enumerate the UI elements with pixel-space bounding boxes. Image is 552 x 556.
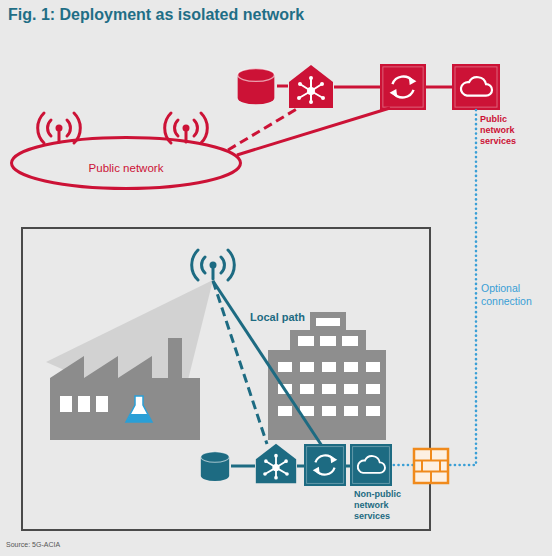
- service-box: Non-public network services: [350, 444, 392, 486]
- node-shape: [452, 64, 500, 110]
- cloud-service-symbol: [452, 64, 500, 110]
- public-chain-links: [277, 86, 453, 87]
- chain-link: [425, 86, 453, 89]
- node-shape: [10, 136, 242, 190]
- office-building: [268, 350, 386, 440]
- flask-liquid: [126, 414, 152, 422]
- site-frame: [22, 228, 430, 530]
- figure-title: Fig. 1: Deployment as isolated network: [8, 5, 304, 24]
- local-antenna: [192, 250, 235, 280]
- node-shape: [350, 444, 392, 486]
- chain-link: [345, 465, 351, 468]
- node-label: Public network: [10, 162, 242, 176]
- function-symbol: [380, 64, 426, 110]
- coverage-beam: [46, 280, 213, 420]
- dashed-local-link: [213, 281, 267, 444]
- function-symbol: [304, 444, 346, 486]
- dotted-connector: [392, 110, 476, 465]
- chain-link: [231, 465, 255, 468]
- private-chain-links: [231, 465, 351, 468]
- factory-chimney: [168, 338, 182, 380]
- firewall-box: [414, 449, 448, 483]
- office-windows: [278, 318, 380, 416]
- network-ring: [12, 138, 241, 189]
- network-ellipse: Public network: [10, 136, 242, 190]
- solid-radio-link: [237, 108, 390, 155]
- chain-link: [277, 85, 288, 88]
- public-antenna: [38, 113, 81, 143]
- cloud-service-symbol: [350, 444, 392, 486]
- node-label: Public network services: [480, 114, 526, 146]
- factory-windows: [60, 396, 108, 412]
- service-box: Public network services: [452, 64, 500, 110]
- firewall-bricks: [414, 449, 448, 483]
- database-symbol: [201, 452, 229, 481]
- chain-link: [334, 86, 381, 89]
- flask-icon: [126, 396, 152, 422]
- core-symbol: [289, 65, 333, 108]
- office-middle: [290, 330, 366, 352]
- chain-link: [297, 465, 305, 468]
- source-caption: Source: 5G-ACIA: [6, 541, 60, 549]
- core-symbol: [256, 444, 296, 483]
- factory-building: [50, 356, 200, 440]
- connector-label: Optional connection: [481, 282, 545, 307]
- office-top: [310, 312, 346, 332]
- node-label: Non-public network services: [354, 489, 412, 521]
- database-symbol: [238, 69, 275, 105]
- path-label: Local path: [250, 311, 305, 324]
- dashed-radio-link: [228, 107, 300, 150]
- local-path-line: [213, 281, 322, 446]
- public-antenna: [165, 113, 208, 143]
